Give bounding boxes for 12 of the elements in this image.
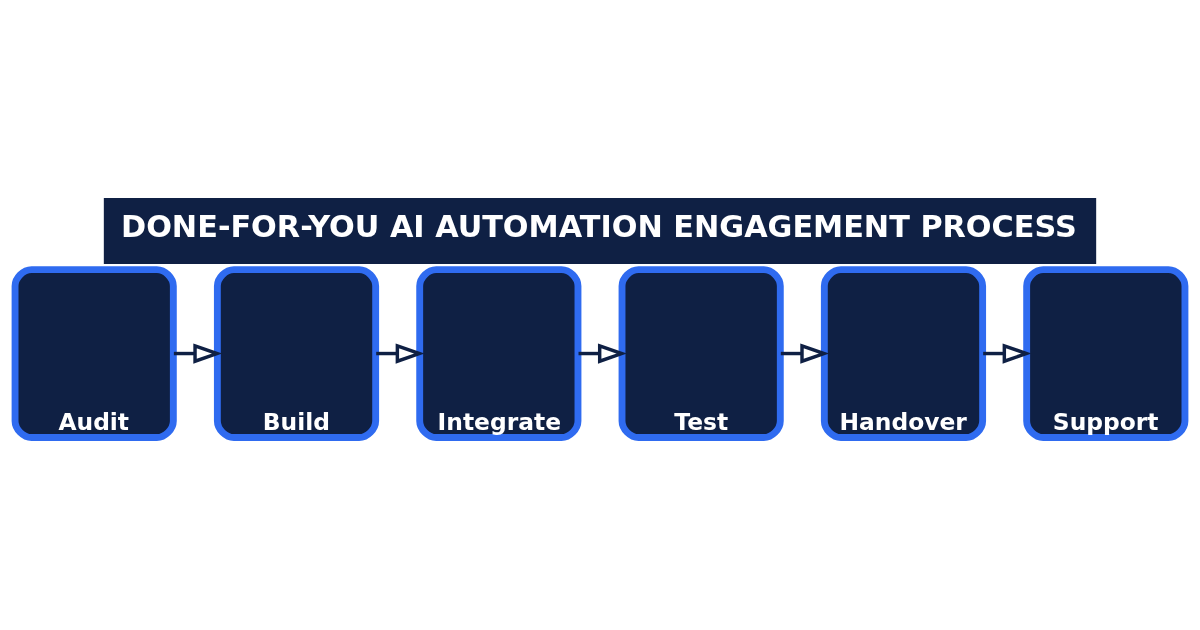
- node-box: Test: [618, 266, 784, 441]
- arrow: [983, 343, 1032, 364]
- node-box: Handover: [820, 266, 987, 441]
- node-box: Support: [1023, 266, 1189, 441]
- arrow: [376, 343, 425, 364]
- node-box: Integrate: [416, 266, 582, 441]
- node-box: Audit: [11, 266, 177, 441]
- diagram-title: DONE-FOR-YOU AI AUTOMATION ENGAGEMENT PROCESS: [121, 209, 1077, 245]
- arrow: [173, 343, 223, 364]
- arrow: [578, 343, 627, 364]
- arrow: [780, 343, 830, 364]
- node-box: Build: [213, 266, 380, 441]
